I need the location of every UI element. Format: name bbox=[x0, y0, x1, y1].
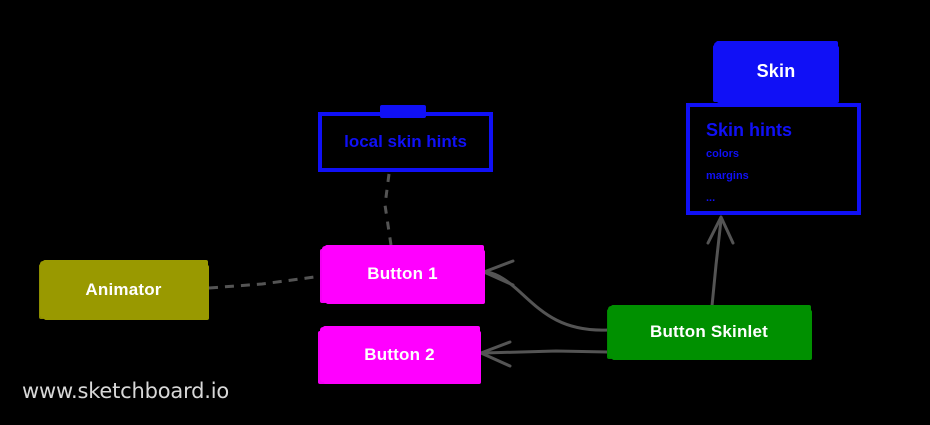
node-button-skinlet[interactable]: Button Skinlet bbox=[608, 306, 810, 358]
node-button-1-label: Button 1 bbox=[367, 264, 438, 283]
node-button-skinlet-label: Button Skinlet bbox=[649, 322, 768, 341]
node-skin-hints-attr-colors: colors bbox=[706, 148, 740, 160]
arrowhead-skinlet-to-button2 bbox=[479, 340, 512, 368]
arrowhead-skinlet-to-skinhints bbox=[706, 215, 735, 245]
edge-skinlet-to-skinhints bbox=[710, 218, 723, 308]
arrowhead-skinlet-to-button1 bbox=[482, 259, 515, 287]
node-local-skin-hints[interactable]: local skin hints bbox=[318, 112, 493, 172]
node-button-1[interactable]: Button 1 bbox=[322, 246, 483, 302]
node-skin-hints-attr-margins: margins bbox=[706, 170, 749, 182]
node-skin[interactable]: Skin bbox=[714, 42, 838, 101]
node-button-2-label: Button 2 bbox=[364, 344, 435, 364]
node-local-skin-hints-label: local skin hints bbox=[344, 132, 467, 151]
node-skin-hints[interactable]: Skin hints colors margins ... bbox=[686, 103, 861, 215]
node-animator-label: Animator bbox=[85, 279, 162, 299]
node-skin-label: Skin bbox=[756, 61, 796, 81]
edge-localhints-to-button1 bbox=[383, 173, 393, 246]
node-button-2[interactable]: Button 2 bbox=[320, 327, 479, 382]
edge-animator-to-button1 bbox=[208, 274, 323, 290]
edge-skinlet-to-button1 bbox=[485, 270, 610, 332]
node-animator[interactable]: Animator bbox=[40, 261, 207, 318]
node-skin-hints-heading: Skin hints bbox=[706, 120, 793, 140]
node-skin-hints-attr-ellipsis: ... bbox=[706, 192, 716, 204]
edge-skinlet-to-button2 bbox=[482, 349, 610, 355]
sketchboard-watermark: www.sketchboard.io bbox=[22, 379, 230, 403]
